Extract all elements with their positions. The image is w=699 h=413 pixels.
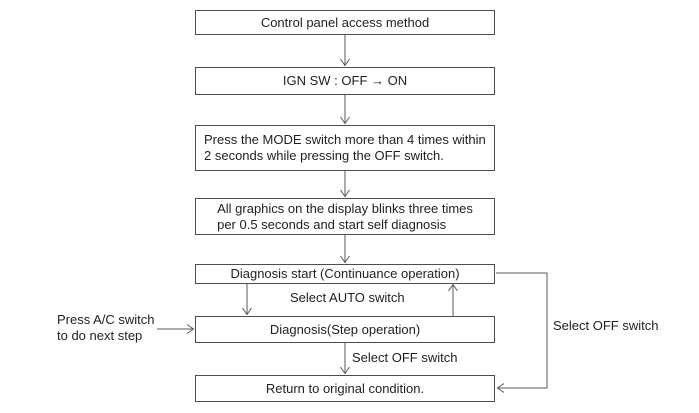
step-text: Diagnosis(Step operation) (269, 321, 421, 337)
step-box-graphics-blink: All graphics on the display blinks three… (195, 198, 495, 235)
arrow-step2-step3 (340, 95, 350, 125)
step-text: Press the MODE switch more than 4 times … (204, 132, 486, 163)
arrow-press-ac-step6 (157, 324, 195, 334)
arrow-step3-step4 (340, 171, 350, 198)
label-select-auto-switch: Select AUTO switch (290, 290, 405, 305)
arrow-step6-step5 (448, 283, 458, 316)
arrow-step1-step2 (340, 35, 350, 67)
step-text: Control panel access method (260, 14, 430, 30)
step-text: Return to original condition. (265, 380, 425, 396)
label-select-off-switch-middle: Select OFF switch (352, 350, 458, 365)
arrow-step5-step6 (242, 284, 252, 316)
step-text: IGN SW : OFF → ON (282, 73, 408, 88)
arrow-step4-step5 (340, 235, 350, 264)
arrow-step6-step7 (340, 343, 350, 375)
step-text: All graphics on the display blinks three… (217, 200, 473, 232)
arrow-step5-step7-feedback (496, 272, 548, 393)
step-box-diagnosis-start: Diagnosis start (Continuance operation) (195, 264, 495, 284)
step-box-diagnosis-step-operation: Diagnosis(Step operation) (195, 316, 495, 343)
label-select-off-switch-right: Select OFF switch (553, 318, 659, 333)
step-box-press-mode-switch: Press the MODE switch more than 4 times … (195, 125, 495, 171)
step-text: Diagnosis start (Continuance operation) (230, 266, 460, 281)
step-box-control-panel-access: Control panel access method (195, 10, 495, 35)
step-box-ign-sw: IGN SW : OFF → ON (195, 67, 495, 95)
label-press-ac-switch: Press A/C switch to do next step (57, 312, 155, 343)
step-box-return-original-condition: Return to original condition. (195, 375, 495, 402)
